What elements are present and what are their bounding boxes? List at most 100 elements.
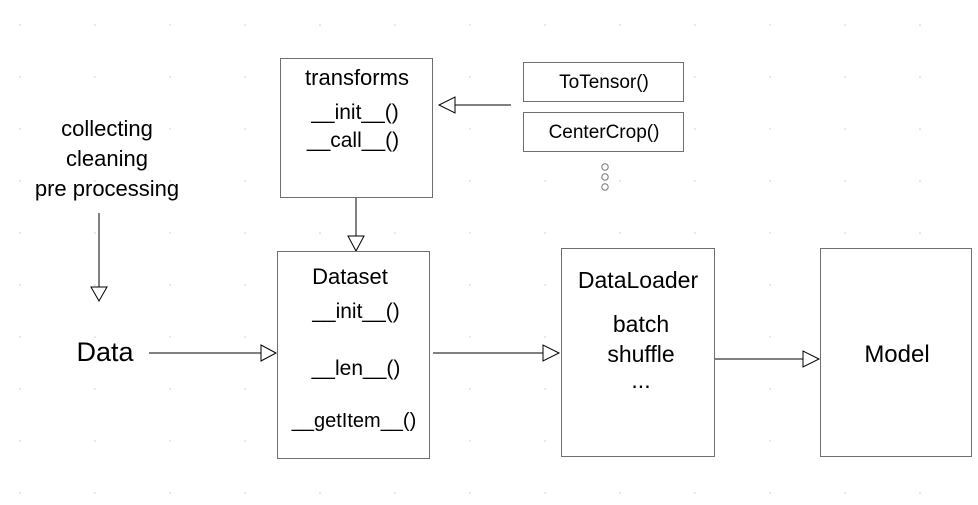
grid-dot <box>469 76 471 78</box>
dataloader-title: DataLoader <box>577 267 699 293</box>
grid-dot <box>919 232 921 234</box>
dataset-method-len: __len__() <box>311 357 401 380</box>
dataset-method-init: __init__() <box>312 300 400 323</box>
grid-dot <box>169 76 171 78</box>
grid-dot <box>544 336 546 338</box>
arrow-transforms-to-dataset <box>347 198 365 253</box>
dataloader-item-ellipsis: ... <box>631 367 651 393</box>
grid-dot <box>694 232 696 234</box>
grid-dot <box>619 24 621 26</box>
transforms-box: transforms __init__() __call__() <box>280 58 433 198</box>
grid-dot <box>469 232 471 234</box>
transforms-method-call: __call__() <box>306 129 400 152</box>
dataloader-item-batch: batch <box>612 311 670 337</box>
grid-dot <box>169 128 171 130</box>
dataset-title: Dataset <box>312 264 388 289</box>
transform-example-centercrop-label: CenterCrop() <box>548 122 660 143</box>
grid-dot <box>94 388 96 390</box>
grid-dot <box>19 76 21 78</box>
grid-dot <box>394 232 396 234</box>
transforms-method-init: __init__() <box>311 101 399 124</box>
arrow-preprocessing-to-data <box>90 213 108 303</box>
grid-dot <box>469 336 471 338</box>
grid-dot <box>169 492 171 494</box>
grid-dot <box>769 232 771 234</box>
grid-dot <box>169 440 171 442</box>
grid-dot <box>694 24 696 26</box>
grid-dot <box>544 24 546 26</box>
grid-dot <box>244 492 246 494</box>
grid-dot <box>169 24 171 26</box>
arrow-dataloader-to-model <box>715 350 821 368</box>
grid-dot <box>844 180 846 182</box>
grid-dot <box>919 24 921 26</box>
grid-dot <box>244 128 246 130</box>
vertical-dots-icon <box>601 163 609 191</box>
grid-dot <box>769 492 771 494</box>
grid-dot <box>469 492 471 494</box>
grid-dot <box>694 180 696 182</box>
model-label: Model <box>864 341 930 368</box>
grid-dot <box>244 180 246 182</box>
grid-dot <box>319 492 321 494</box>
grid-dot <box>544 440 546 442</box>
grid-dot <box>694 128 696 130</box>
grid-dot <box>19 232 21 234</box>
grid-dot <box>94 232 96 234</box>
grid-dot <box>244 232 246 234</box>
grid-dot <box>94 76 96 78</box>
grid-dot <box>19 388 21 390</box>
grid-dot <box>844 76 846 78</box>
preprocessing-line-collecting: collecting <box>61 116 153 141</box>
grid-dot <box>169 232 171 234</box>
transform-example-totensor: ToTensor() <box>523 62 684 102</box>
grid-dot <box>844 128 846 130</box>
grid-dot <box>844 24 846 26</box>
grid-dot <box>544 388 546 390</box>
grid-dot <box>469 284 471 286</box>
grid-dot <box>919 128 921 130</box>
grid-dot <box>619 492 621 494</box>
grid-dot <box>169 388 171 390</box>
grid-dot <box>19 336 21 338</box>
grid-dot <box>19 180 21 182</box>
grid-dot <box>619 232 621 234</box>
grid-dot <box>394 492 396 494</box>
arrow-data-to-dataset <box>149 344 278 362</box>
grid-dot <box>844 492 846 494</box>
grid-dot <box>844 232 846 234</box>
grid-dot <box>769 284 771 286</box>
grid-dot <box>469 388 471 390</box>
grid-dot <box>244 440 246 442</box>
preprocessing-line-pre-processing: pre processing <box>34 176 180 201</box>
dot-grid <box>19 24 921 494</box>
grid-dot <box>769 440 771 442</box>
grid-dot <box>769 24 771 26</box>
grid-dot <box>469 440 471 442</box>
grid-dot <box>94 336 96 338</box>
model-box: Model <box>820 248 972 457</box>
grid-dot <box>19 128 21 130</box>
grid-dot <box>544 180 546 182</box>
data-label: Data <box>76 337 134 367</box>
grid-dot <box>244 24 246 26</box>
grid-dot <box>769 336 771 338</box>
transforms-title: transforms <box>305 65 409 90</box>
grid-dot <box>919 492 921 494</box>
grid-dot <box>769 180 771 182</box>
grid-dot <box>169 284 171 286</box>
grid-dot <box>19 24 21 26</box>
grid-dot <box>769 128 771 130</box>
dataloader-item-shuffle: shuffle <box>607 341 675 367</box>
grid-dot <box>94 24 96 26</box>
arrow-dataset-to-dataloader <box>433 344 561 362</box>
transform-example-centercrop: CenterCrop() <box>523 112 684 152</box>
grid-dot <box>19 284 21 286</box>
grid-dot <box>319 24 321 26</box>
grid-dot <box>919 76 921 78</box>
grid-dot <box>244 284 246 286</box>
grid-dot <box>244 336 246 338</box>
grid-dot <box>544 284 546 286</box>
grid-dot <box>94 492 96 494</box>
grid-dot <box>19 440 21 442</box>
